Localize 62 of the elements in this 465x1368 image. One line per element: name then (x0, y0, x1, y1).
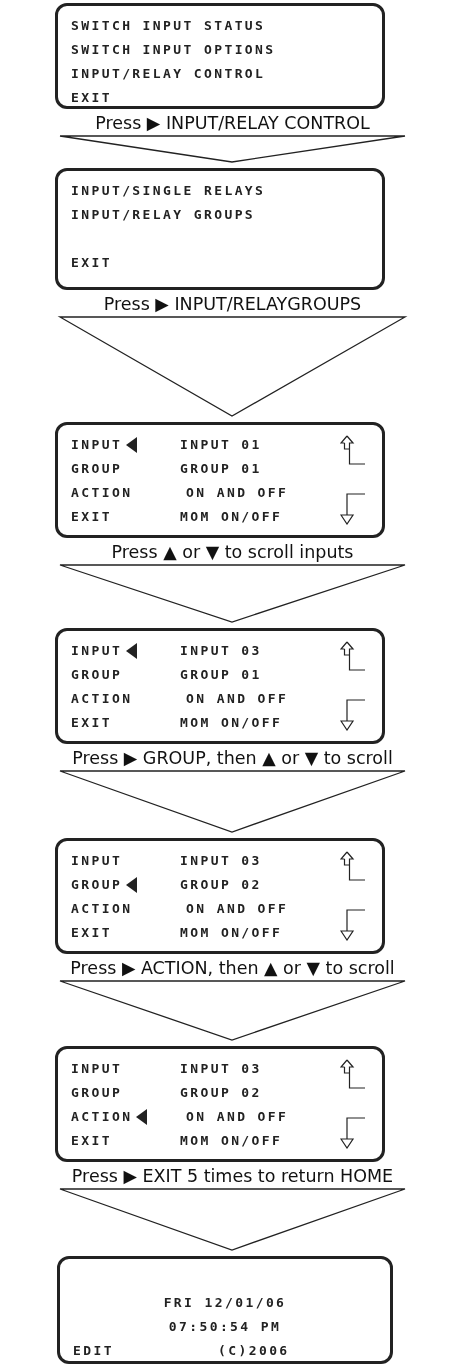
screen-text: GROUP (71, 877, 123, 893)
screen-text: 07:50:54 PM (167, 1319, 283, 1335)
screen-text: MOM ON/OFF (180, 925, 283, 941)
edge-label: Press ▶ EXIT 5 times to return HOME (71, 1166, 394, 1186)
screen-text: EXIT (71, 1133, 112, 1149)
screen-text: INPUT (71, 1061, 123, 1077)
screen-text: SWITCH INPUT STATUS (71, 18, 266, 34)
lcd-screen (55, 628, 385, 744)
screen-text: INPUT/RELAY GROUPS (71, 207, 256, 223)
edge-label: Press ▶ INPUT/RELAY CONTROL (95, 113, 370, 133)
chevron-arrow (59, 980, 406, 1041)
screen-text: MOM ON/OFF (180, 1133, 283, 1149)
screen-text: ON AND OFF (186, 485, 289, 501)
screen-text: INPUT (71, 643, 123, 659)
edge-label: Press ▲ or ▼ to scroll inputs (111, 542, 354, 562)
screen-text: ACTION (71, 1109, 133, 1125)
screen-text: INPUT/SINGLE RELAYS (71, 183, 266, 199)
edge-label: Press ▶ INPUT/RELAYGROUPS (103, 294, 362, 314)
screen-text: EXIT (71, 715, 112, 731)
edge-label: Press ▶ ACTION, then ▲ or ▼ to scroll (70, 958, 395, 978)
screen-text: GROUP (71, 1085, 123, 1101)
screen-text: GROUP 02 (180, 877, 262, 893)
screen-text: GROUP (71, 461, 123, 477)
screen-text: INPUT (71, 437, 123, 453)
screen-text: INPUT 01 (180, 437, 262, 453)
screen-text: EXIT (71, 90, 112, 106)
screen-text: GROUP 02 (180, 1085, 262, 1101)
screen-text: ACTION (71, 901, 133, 917)
screen-text: INPUT/RELAY CONTROL (71, 66, 266, 82)
screen-text: ON AND OFF (186, 1109, 289, 1125)
screen-text: EXIT (71, 255, 112, 271)
screen-text: (C)2006 (218, 1343, 290, 1359)
chevron-arrow (59, 135, 406, 163)
screen-text: GROUP (71, 667, 123, 683)
lcd-screen (57, 1256, 393, 1364)
screen-text: GROUP 01 (180, 461, 262, 477)
lcd-screen (55, 422, 385, 538)
chevron-arrow (57, 316, 408, 417)
screen-text: MOM ON/OFF (180, 509, 283, 525)
lcd-screen (55, 1046, 385, 1162)
screen-text: ACTION (71, 691, 133, 707)
chevron-arrow (59, 1188, 406, 1251)
screen-text: FRI 12/01/06 (162, 1295, 288, 1311)
chevron-arrow (59, 770, 406, 833)
lcd-screen (55, 168, 385, 290)
screen-text: INPUT 03 (180, 853, 262, 869)
screen-text: MOM ON/OFF (180, 715, 283, 731)
edge-label: Press ▶ GROUP, then ▲ or ▼ to scroll (72, 748, 393, 768)
screen-text: SWITCH INPUT OPTIONS (71, 42, 276, 58)
screen-text: GROUP 01 (180, 667, 262, 683)
screen-text: ON AND OFF (186, 691, 289, 707)
screen-text: ON AND OFF (186, 901, 289, 917)
chevron-arrow (59, 564, 406, 623)
lcd-screen (55, 838, 385, 954)
screen-text: ACTION (71, 485, 133, 501)
screen-text: INPUT (71, 853, 123, 869)
screen-text: EDIT (73, 1343, 114, 1359)
screen-text: EXIT (71, 509, 112, 525)
screen-text: EXIT (71, 925, 112, 941)
screen-text: INPUT 03 (180, 643, 262, 659)
screen-text: INPUT 03 (180, 1061, 262, 1077)
lcd-screen (55, 3, 385, 109)
